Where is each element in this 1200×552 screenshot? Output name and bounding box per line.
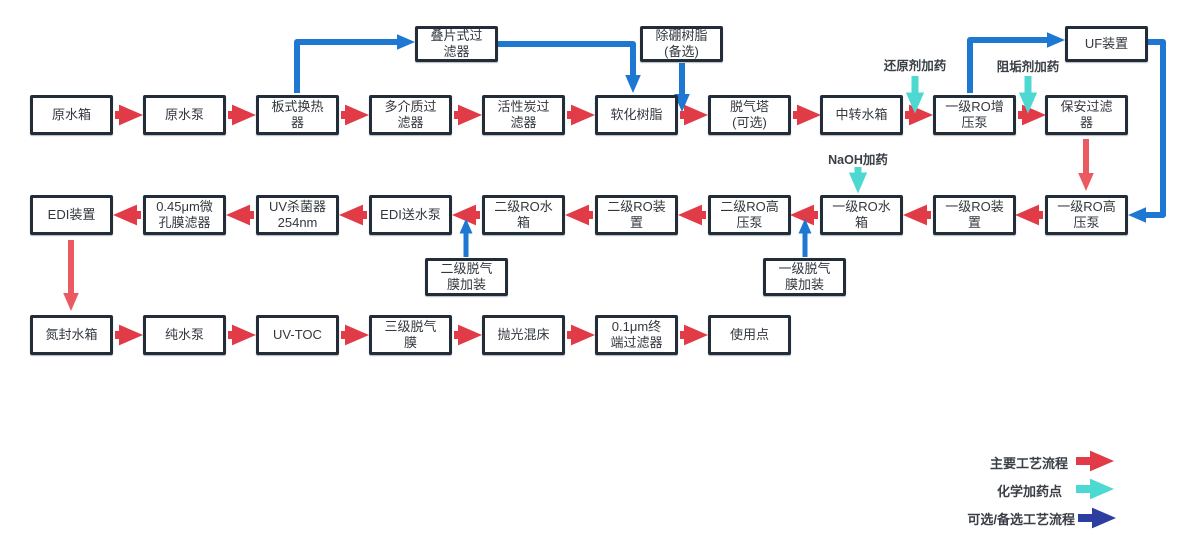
node-uf-unit: UF装置 <box>1065 26 1148 62</box>
node-raw-water-pump: 原水泵 <box>143 95 226 135</box>
node-disc-filter: 叠片式过 滤器 <box>415 26 498 62</box>
node-label: 纯水泵 <box>164 327 204 343</box>
node-point-of-use: 使用点 <box>708 315 791 355</box>
node-ro1-booster-pump: 一级RO增 压泵 <box>933 95 1016 135</box>
node-label: UV杀菌器 254nm <box>268 199 327 230</box>
node-label: 一级RO增 压泵 <box>945 99 1004 130</box>
node-label: 叠片式过 滤器 <box>430 28 483 59</box>
node-raw-water-tank: 原水箱 <box>30 95 113 135</box>
node-ro1-unit: 一级RO装 置 <box>933 195 1016 235</box>
dosing-label-antiscalant: 阻垢剂加药 <box>996 60 1060 74</box>
legend-label-optional: 可选/备选工艺流程 <box>967 512 1075 527</box>
node-edi-unit: EDI装置 <box>30 195 113 235</box>
node-uv-toc: UV-TOC <box>256 315 339 355</box>
node-uv-sterilizer: UV杀菌器 254nm <box>256 195 339 235</box>
node-label: UF装置 <box>1084 36 1129 52</box>
node-boron-removal-resin: 除硼树脂 (备选) <box>640 26 723 62</box>
node-label: 原水箱 <box>51 107 91 123</box>
node-label: 二级脱气 膜加装 <box>440 261 493 292</box>
node-ro2-tank: 二级RO水 箱 <box>482 195 565 235</box>
node-label: 二级RO装 置 <box>607 199 666 230</box>
node-label: 一级RO水 箱 <box>832 199 891 230</box>
node-label: 中转水箱 <box>835 107 888 123</box>
node-edi-feed-pump: EDI送水泵 <box>369 195 452 235</box>
dosing-label-naoh: NaOH加药 <box>828 153 888 167</box>
node-degas-membrane-2: 二级脱气 膜加装 <box>425 258 508 296</box>
node-degas-membrane-1: 一级脱气 膜加装 <box>763 258 846 296</box>
node-n2-sealed-tank: 氮封水箱 <box>30 315 113 355</box>
node-ro2-unit: 二级RO装 置 <box>595 195 678 235</box>
node-pure-water-pump: 纯水泵 <box>143 315 226 355</box>
node-ro2-hp-pump: 二级RO高 压泵 <box>708 195 791 235</box>
node-transfer-tank: 中转水箱 <box>820 95 903 135</box>
node-ro1-hp-pump: 一级RO高 压泵 <box>1045 195 1128 235</box>
legend-label-dosing: 化学加药点 <box>996 484 1062 499</box>
node-label: 除硼树脂 (备选) <box>655 28 708 59</box>
node-label: 二级RO高 压泵 <box>720 199 779 230</box>
node-label: 保安过滤 器 <box>1060 99 1113 130</box>
node-label: 一级RO装 置 <box>945 199 1004 230</box>
node-label: 多介质过 滤器 <box>384 99 437 130</box>
flow-arrow <box>967 32 1065 93</box>
node-label: 一级脱气 膜加装 <box>778 261 831 292</box>
node-label: 0.1μm终 端过滤器 <box>610 319 663 350</box>
node-01um-terminal-filter: 0.1μm终 端过滤器 <box>595 315 678 355</box>
node-045um-membrane-filter: 0.45μm微 孔膜滤器 <box>143 195 226 235</box>
node-label: EDI送水泵 <box>380 207 441 223</box>
node-plate-heat-exchanger: 板式换热 器 <box>256 95 339 135</box>
node-label: EDI装置 <box>47 207 96 223</box>
node-ro1-tank: 一级RO水 箱 <box>820 195 903 235</box>
node-label: 使用点 <box>729 327 769 343</box>
flow-arrow <box>498 41 641 93</box>
node-label: 0.45μm微 孔膜滤器 <box>156 199 213 230</box>
node-label: 抛光混床 <box>497 327 550 343</box>
node-degassing-tower: 脱气塔 (可选) <box>708 95 791 135</box>
flow-arrow <box>1128 39 1166 223</box>
legend-label-main-flow: 主要工艺流程 <box>989 456 1068 471</box>
node-label: 脱气塔 (可选) <box>729 99 769 130</box>
dosing-label-reducing-agent: 还原剂加药 <box>883 59 947 73</box>
node-polishing-bed: 抛光混床 <box>482 315 565 355</box>
node-label: 原水泵 <box>164 107 204 123</box>
node-degas-membrane-3: 三级脱气 膜 <box>369 315 452 355</box>
flow-arrow <box>294 34 415 93</box>
node-label: 一级RO高 压泵 <box>1057 199 1116 230</box>
node-activated-carbon-filter: 活性炭过 滤器 <box>482 95 565 135</box>
node-softening-resin: 软化树脂 <box>595 95 678 135</box>
node-label: 活性炭过 滤器 <box>497 99 550 130</box>
node-label: 三级脱气 膜 <box>384 319 437 350</box>
node-label: 氮封水箱 <box>45 327 98 343</box>
node-label: 板式换热 器 <box>271 99 324 130</box>
node-label: 软化树脂 <box>610 107 663 123</box>
node-multimedia-filter: 多介质过 滤器 <box>369 95 452 135</box>
node-label: UV-TOC <box>273 327 322 343</box>
node-label: 二级RO水 箱 <box>494 199 553 230</box>
node-security-filter: 保安过滤 器 <box>1045 95 1128 135</box>
